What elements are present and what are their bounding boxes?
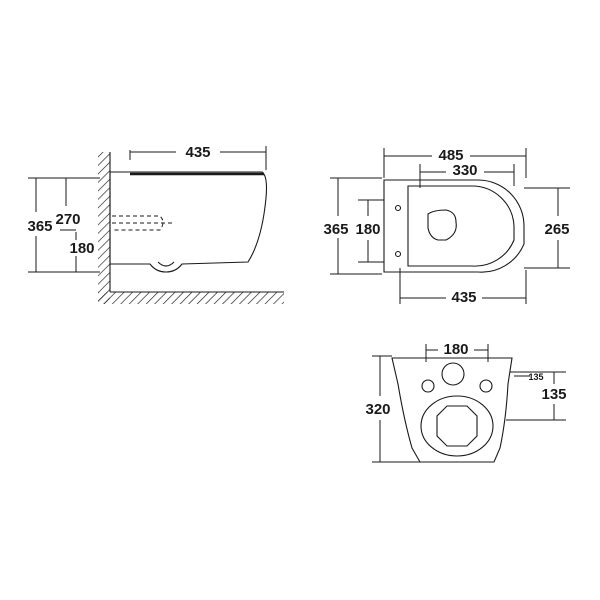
bowl-opening [427,209,457,241]
rear-body-outline [391,357,513,463]
floor-hatch [98,292,284,304]
top-width-outer-label: 485 [438,147,463,164]
outlet-pipe [112,215,164,231]
top-width-inner-label: 330 [452,162,477,179]
top-view: 485 330 435 365 180 265 [323,147,570,306]
wall-hatch [98,152,110,304]
top-height-right-label: 265 [544,221,569,238]
bowl-rim [407,185,515,267]
hinge-hole [394,204,402,212]
water-inlet [441,362,465,386]
top-width-bottom-label: 435 [451,289,476,306]
trap-curve [157,261,175,267]
rear-height-left-label: 320 [365,401,390,418]
outlet-ring [420,395,494,457]
rear-view: 180 320 135 135 [365,341,567,463]
mounting-hole [421,379,435,393]
mounting-hole [479,379,493,393]
side-height-low-label: 180 [69,240,94,257]
side-height-mid-label: 270 [55,211,80,228]
side-view: 435 365 270 180 [27,144,284,304]
outlet-octagon [436,405,478,447]
bowl-outer [383,179,525,273]
rear-small-label: 135 [528,372,543,382]
side-height-total-label: 365 [27,218,52,235]
hinge-hole [394,250,402,258]
rear-width-top-label: 180 [443,341,468,358]
top-height-inner-label: 180 [355,221,380,238]
top-height-left-label: 365 [323,221,348,238]
side-width-label: 435 [185,144,210,161]
rear-height-right-label: 135 [541,386,566,403]
toilet-side-profile [109,171,268,273]
